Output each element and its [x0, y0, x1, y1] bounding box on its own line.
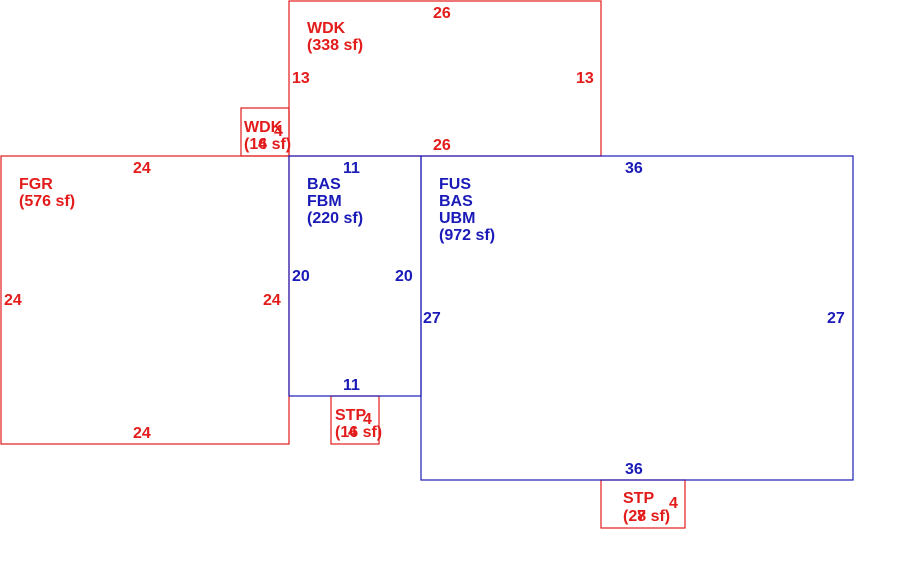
wdk-top-dim-bottom: 26 [433, 137, 451, 154]
stp-bottom-dim: 7 [637, 508, 646, 525]
fus-line1: FUS [439, 176, 471, 193]
fus-outline [420, 155, 854, 481]
fgr-code: FGR [19, 176, 53, 193]
stp-bottom-area: (28 sf) [623, 508, 670, 525]
fgr-dim-left: 24 [4, 292, 22, 309]
wdk-small-dim: 4 [274, 123, 283, 140]
wdk-small-code: WDK [244, 119, 283, 136]
stp-bottom-dim-side: 4 [669, 495, 678, 512]
stp-bottom-code: STP [623, 490, 654, 507]
stp-small-code: STP [335, 407, 366, 424]
fus-dim-left: 27 [423, 310, 441, 327]
stp-small-dim: 4 [363, 411, 372, 428]
bas-dim-right: 20 [395, 268, 413, 285]
bas-dim-bottom: 11 [343, 377, 360, 394]
fus-line2: BAS [439, 193, 473, 210]
fgr-dim-bottom: 24 [133, 425, 151, 442]
wdk-top-area: (338 sf) [307, 37, 363, 54]
fus-dim-top: 36 [625, 160, 643, 177]
fus-line3: UBM [439, 210, 475, 227]
fus-dim-bottom: 36 [625, 461, 643, 478]
wdk-small-dim2: 4 [258, 136, 267, 153]
wdk-top-dim-top: 26 [433, 5, 451, 22]
fgr-dim-right: 24 [263, 292, 281, 309]
wdk-top-dim-left: 13 [292, 70, 310, 87]
wdk-top-dim-right: 13 [576, 70, 594, 87]
bas-dim-top: 11 [343, 160, 360, 177]
stp-small-area: (16 sf) [335, 424, 382, 441]
bas-line1: BAS [307, 176, 341, 193]
bas-area: (220 sf) [307, 210, 363, 227]
fus-dim-right: 27 [827, 310, 845, 327]
fgr-area: (576 sf) [19, 193, 75, 210]
wdk-small-area: (16 sf) [244, 136, 291, 153]
fgr-dim-top: 24 [133, 160, 151, 177]
bas-line2: FBM [307, 193, 342, 210]
bas-dim-left: 20 [292, 268, 310, 285]
fus-area: (972 sf) [439, 227, 495, 244]
wdk-top-code: WDK [307, 20, 346, 37]
stp-small-dim2: 4 [348, 424, 357, 441]
